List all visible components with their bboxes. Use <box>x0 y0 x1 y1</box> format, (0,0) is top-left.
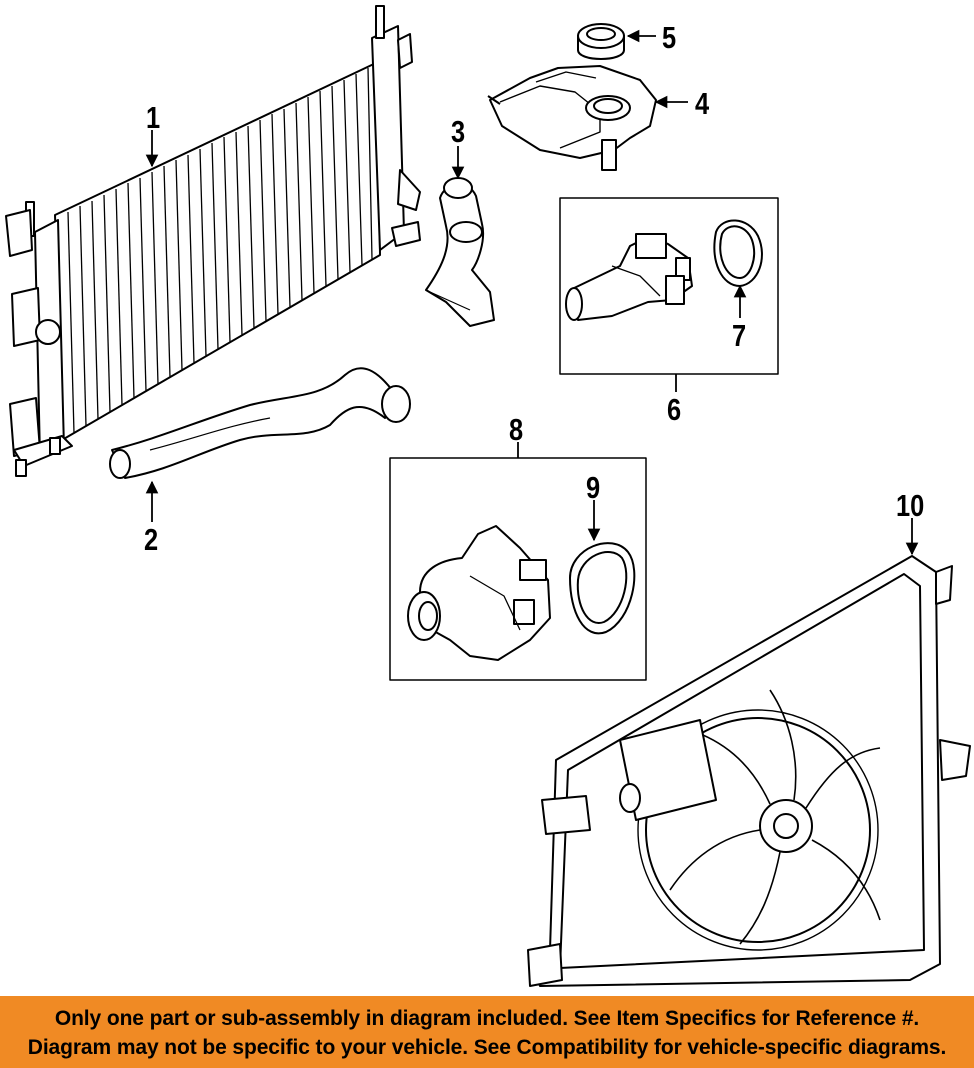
callout-water-pump: 8 <box>509 412 524 447</box>
disclaimer-line-1: Only one part or sub-assembly in diagram… <box>54 1007 920 1030</box>
callout-lower-hose: 2 <box>144 522 159 557</box>
coolant-reservoir-part <box>487 65 657 171</box>
callout-cap: 5 <box>662 20 677 55</box>
callout-fan-shroud: 10 <box>896 488 925 523</box>
callout-pump-gasket: 9 <box>586 470 601 505</box>
thermostat-gasket-part <box>713 219 763 288</box>
lower-hose-part <box>109 367 411 479</box>
fan-shroud-part <box>527 555 971 987</box>
callout-upper-hose: 3 <box>451 114 466 149</box>
callout-thermostat: 6 <box>667 392 682 427</box>
reservoir-cap-part <box>577 23 625 60</box>
water-pump-part <box>389 457 647 681</box>
leader-lines <box>145 29 919 556</box>
disclaimer-line-2: Diagram may not be specific to your vehi… <box>27 1036 947 1059</box>
callout-radiator: 1 <box>146 100 161 135</box>
parts-diagram <box>5 5 971 987</box>
disclaimer-banner: Only one part or sub-assembly in diagram… <box>0 996 974 1068</box>
water-pump-gasket-part <box>568 542 636 635</box>
callout-thermostat-gasket: 7 <box>732 318 747 353</box>
radiator-part <box>5 5 421 477</box>
bracket-leaders <box>517 374 677 458</box>
callout-reservoir: 4 <box>695 86 710 121</box>
upper-hose-part <box>425 177 495 327</box>
thermostat-assembly-part <box>559 197 779 375</box>
